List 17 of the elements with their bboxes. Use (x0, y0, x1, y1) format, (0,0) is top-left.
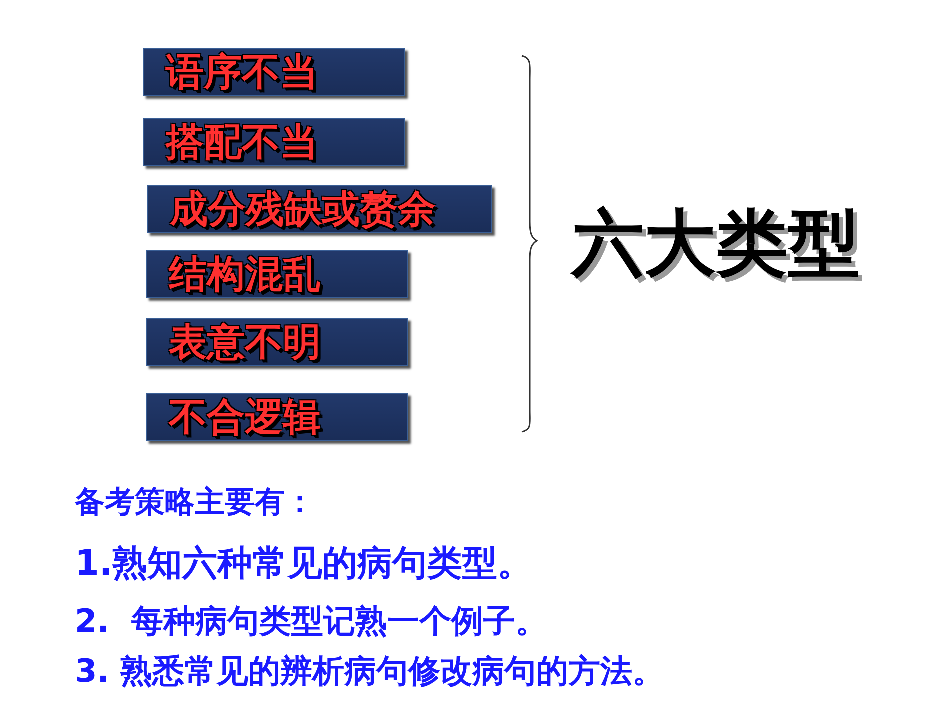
category-box (143, 48, 405, 96)
category-name: 成分残缺或赘余 (170, 186, 436, 233)
summary-heading: 六大类型 (572, 200, 860, 287)
category-name: 结构混乱 (169, 251, 321, 298)
category-box (147, 185, 492, 233)
strategy-item: 1.熟知六种常见的病句类型。 (75, 543, 533, 586)
strategy-item: 3. 熟悉常见的辨析病句修改病句的方法。 (75, 651, 665, 692)
category-name: 不合逻辑 (169, 394, 321, 441)
category-box (146, 250, 408, 298)
category-name: 搭配不当 (166, 119, 318, 166)
category-name: 表意不明 (169, 319, 321, 366)
strategy-item: 2. 每种病句类型记熟一个例子。 (75, 601, 548, 642)
category-box (146, 318, 408, 366)
category-name: 语序不当 (166, 49, 318, 96)
category-box (146, 393, 408, 441)
strategy-heading: 备考策略主要有： (75, 484, 315, 522)
category-box (143, 118, 405, 166)
